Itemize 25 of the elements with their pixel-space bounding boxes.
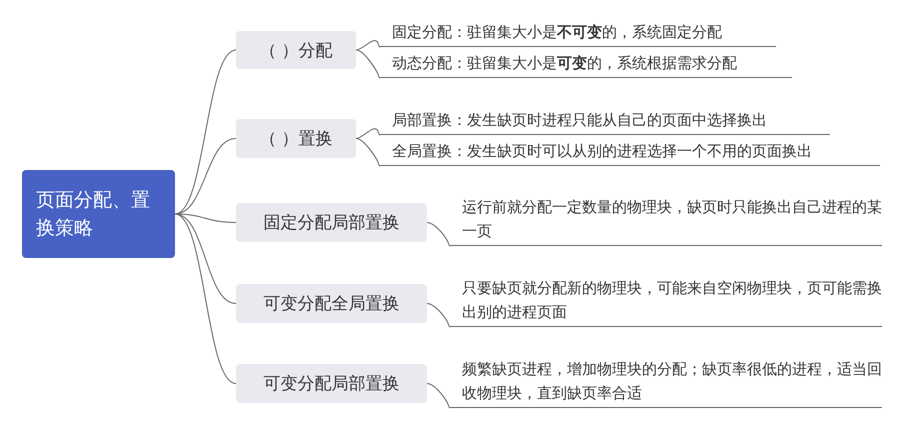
topic-box: 固定分配局部置换 xyxy=(236,203,427,242)
note-text: 只要缺页就分配新的物理块，可能来自空闲物理块，页可能需换出别的进程页面 xyxy=(450,279,882,327)
note-text: 频繁缺页进程，增加物理块的分配；缺页率很低的进程，适当回收物理块，直到缺页率合适 xyxy=(450,358,882,408)
note-text: 固定分配：驻留集大小是不可变的，系统固定分配 xyxy=(380,20,776,47)
topic-box: 可变分配全局置换 xyxy=(236,284,427,323)
topic-box: （ ）置换 xyxy=(236,119,356,158)
connector-line xyxy=(426,222,450,246)
connector-line xyxy=(174,138,236,214)
root-topic-box: 页面分配、置换策略 xyxy=(22,170,175,258)
connector-line xyxy=(426,383,450,408)
note-text: 运行前就分配一定数量的物理块，缺页时只能换出自己进程的某一页 xyxy=(450,196,882,246)
connector-line xyxy=(356,50,380,78)
connector-line xyxy=(174,214,236,384)
connector-line xyxy=(356,128,380,139)
topic-box: （ ）分配 xyxy=(236,31,356,69)
connector-line xyxy=(426,303,450,328)
connector-line xyxy=(174,214,236,223)
note-text: 局部置换：发生缺页时进程只能从自己的页面中选择换出 xyxy=(380,109,830,135)
connector-line xyxy=(174,214,236,304)
connector-line xyxy=(174,50,236,214)
topic-box: 可变分配局部置换 xyxy=(236,364,427,403)
note-text: 动态分配：驻留集大小是可变的，系统根据需求分配 xyxy=(380,52,792,78)
connector-line xyxy=(356,40,380,50)
connector-line xyxy=(356,138,380,166)
note-text: 全局置换：发生缺页时可以从别的进程选择一个不用的页面换出 xyxy=(380,140,880,166)
